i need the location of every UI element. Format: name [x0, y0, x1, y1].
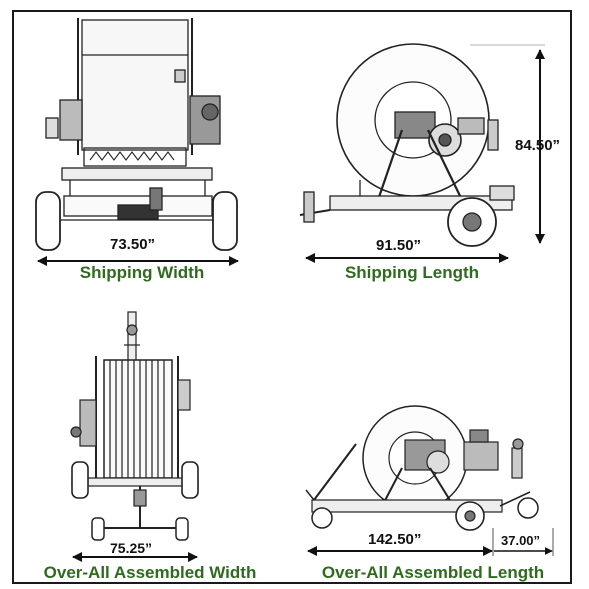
assembled-width-dimension: 75.25”: [110, 540, 153, 556]
shipping-length-dimension: 91.50”: [376, 237, 422, 254]
shipping-height-dimension: 84.50”: [515, 137, 561, 154]
hitch-extension-dimension: 37.00”: [501, 533, 541, 548]
assembled-side-view-drawing: [305, 405, 539, 531]
caption-assembled-width: Over-All Assembled Width: [43, 563, 257, 582]
hose-reel-front-view-drawing: [35, 18, 238, 251]
assembled-length-dimension: 142.50”: [368, 531, 422, 548]
assembled-front-view-drawing: [70, 311, 199, 541]
caption-assembled-length: Over-All Assembled Length: [321, 563, 545, 582]
caption-shipping-width: Shipping Width: [79, 263, 205, 282]
shipping-width-dimension: 73.50”: [110, 236, 156, 253]
diagram-frame: [12, 10, 572, 584]
hose-reel-side-view-drawing: [299, 43, 515, 247]
caption-shipping-length: Shipping Length: [344, 263, 480, 282]
